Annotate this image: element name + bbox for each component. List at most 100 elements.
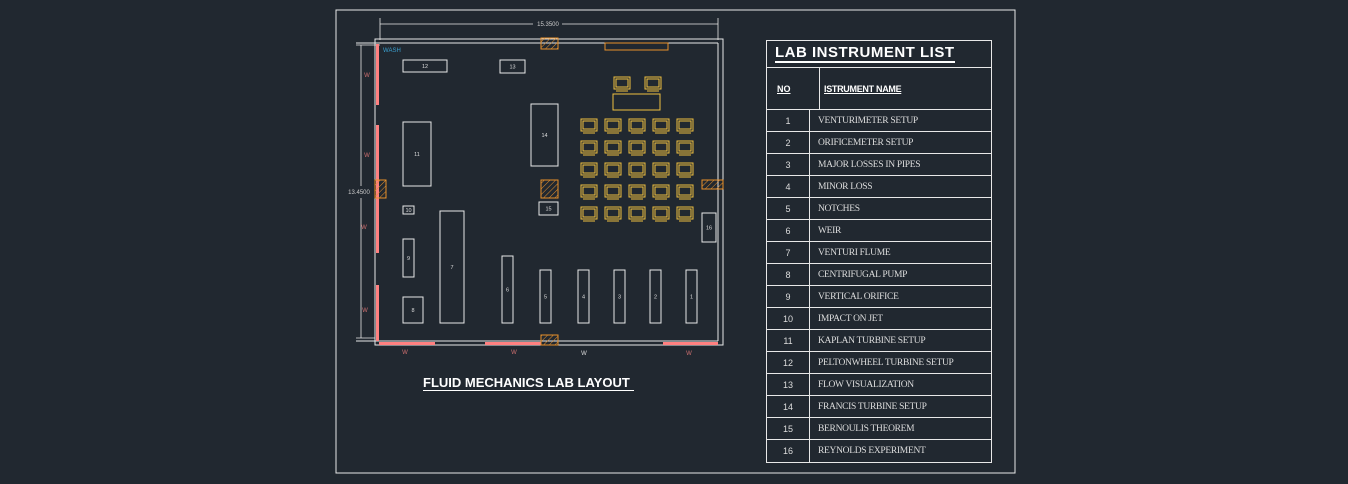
chair xyxy=(604,140,622,156)
chair xyxy=(580,118,598,134)
equipment-label: 9 xyxy=(407,256,410,262)
equipment-16 xyxy=(701,212,717,243)
table-row: 6 WEIR xyxy=(767,220,991,242)
height-dimension-text: 13.4500 xyxy=(348,190,370,196)
equipment-label: 6 xyxy=(506,288,509,294)
table-row: 11 KAPLAN TURBINE SETUP xyxy=(767,330,991,352)
equipment-label: 14 xyxy=(541,133,547,139)
chair xyxy=(604,162,622,178)
equipment-label: 12 xyxy=(422,64,428,70)
chair xyxy=(676,140,694,156)
chair xyxy=(676,118,694,134)
row-no: 6 xyxy=(767,220,810,241)
equipment-15 xyxy=(538,201,559,216)
door-inner xyxy=(540,179,559,199)
chair xyxy=(613,76,631,92)
equipment-label: 5 xyxy=(544,295,547,301)
chair xyxy=(580,184,598,200)
row-no: 15 xyxy=(767,418,810,439)
window-label: W xyxy=(364,73,370,79)
table-row: 7 VENTURI FLUME xyxy=(767,242,991,264)
chair xyxy=(604,118,622,134)
equipment-11 xyxy=(402,121,432,187)
row-no: 2 xyxy=(767,132,810,153)
wash-label: WASH xyxy=(383,48,401,54)
chair xyxy=(604,206,622,222)
row-name: WEIR xyxy=(818,225,842,236)
chair xyxy=(676,184,694,200)
window-label: W xyxy=(362,308,368,314)
equipment-label: 8 xyxy=(411,308,414,314)
equipment-label: 13 xyxy=(509,65,515,71)
equipment-label: 15 xyxy=(545,207,551,213)
teacher-desk xyxy=(612,93,661,111)
drawing-frame xyxy=(335,9,1016,474)
window-label: W xyxy=(402,350,408,356)
equipment-13 xyxy=(499,59,526,74)
chair xyxy=(580,162,598,178)
row-no: 16 xyxy=(767,440,810,462)
chair xyxy=(580,140,598,156)
chair xyxy=(652,162,670,178)
door-bottom xyxy=(540,334,559,346)
row-no: 7 xyxy=(767,242,810,263)
chair xyxy=(652,206,670,222)
equipment-3 xyxy=(613,269,626,324)
equipment-label: 16 xyxy=(706,226,712,232)
row-no: 14 xyxy=(767,396,810,417)
equipment-10 xyxy=(402,205,415,215)
drawing-title: FLUID MECHANICS LAB LAYOUT xyxy=(423,375,634,391)
equipment-label: 7 xyxy=(450,265,453,271)
chair xyxy=(628,184,646,200)
window-label: W xyxy=(361,225,367,231)
chair xyxy=(604,184,622,200)
row-name: MINOR LOSS xyxy=(818,181,873,192)
window-label: W xyxy=(686,351,692,357)
row-no: 11 xyxy=(767,330,810,351)
chair xyxy=(580,206,598,222)
row-no: 4 xyxy=(767,176,810,197)
row-name: VERTICAL ORIFICE xyxy=(818,291,899,302)
row-no: 5 xyxy=(767,198,810,219)
equipment-4 xyxy=(577,269,590,324)
chair xyxy=(628,206,646,222)
table-title: LAB INSTRUMENT LIST xyxy=(767,41,991,68)
chair xyxy=(652,140,670,156)
equipment-label: 11 xyxy=(414,152,420,158)
row-name: VENTURI FLUME xyxy=(818,247,891,258)
table-row: 14 FRANCIS TURBINE SETUP xyxy=(767,396,991,418)
equipment-label: 10 xyxy=(405,208,411,214)
height-dimension xyxy=(356,44,380,339)
row-name: REYNOLDS EXPERIMENT xyxy=(818,446,926,456)
equipment-14 xyxy=(530,103,559,167)
row-no: 1 xyxy=(767,110,810,131)
row-name: FRANCIS TURBINE SETUP xyxy=(818,401,927,412)
equipment-label: 4 xyxy=(582,295,585,301)
equipment-5 xyxy=(539,269,552,324)
equipment-label: 3 xyxy=(618,295,621,301)
window-label: W xyxy=(364,153,370,159)
table-title-text: LAB INSTRUMENT LIST xyxy=(775,44,955,63)
row-no: 9 xyxy=(767,286,810,307)
row-name: KAPLAN TURBINE SETUP xyxy=(818,335,926,346)
header-name: ISTRUMENT NAME xyxy=(824,83,902,94)
row-name: PELTONWHEEL TURBINE SETUP xyxy=(818,357,954,368)
equipment-6 xyxy=(501,255,514,324)
equipment-8 xyxy=(402,296,424,324)
row-name: VENTURIMETER SETUP xyxy=(818,115,918,126)
chair xyxy=(628,162,646,178)
equipment-9 xyxy=(402,238,415,278)
table-row: 4 MINOR LOSS xyxy=(767,176,991,198)
equipment-1 xyxy=(685,269,698,324)
door-right xyxy=(701,179,724,190)
equipment-7 xyxy=(439,210,465,324)
row-no: 3 xyxy=(767,154,810,175)
row-name: NOTCHES xyxy=(818,203,860,214)
window-label: W xyxy=(581,351,587,357)
